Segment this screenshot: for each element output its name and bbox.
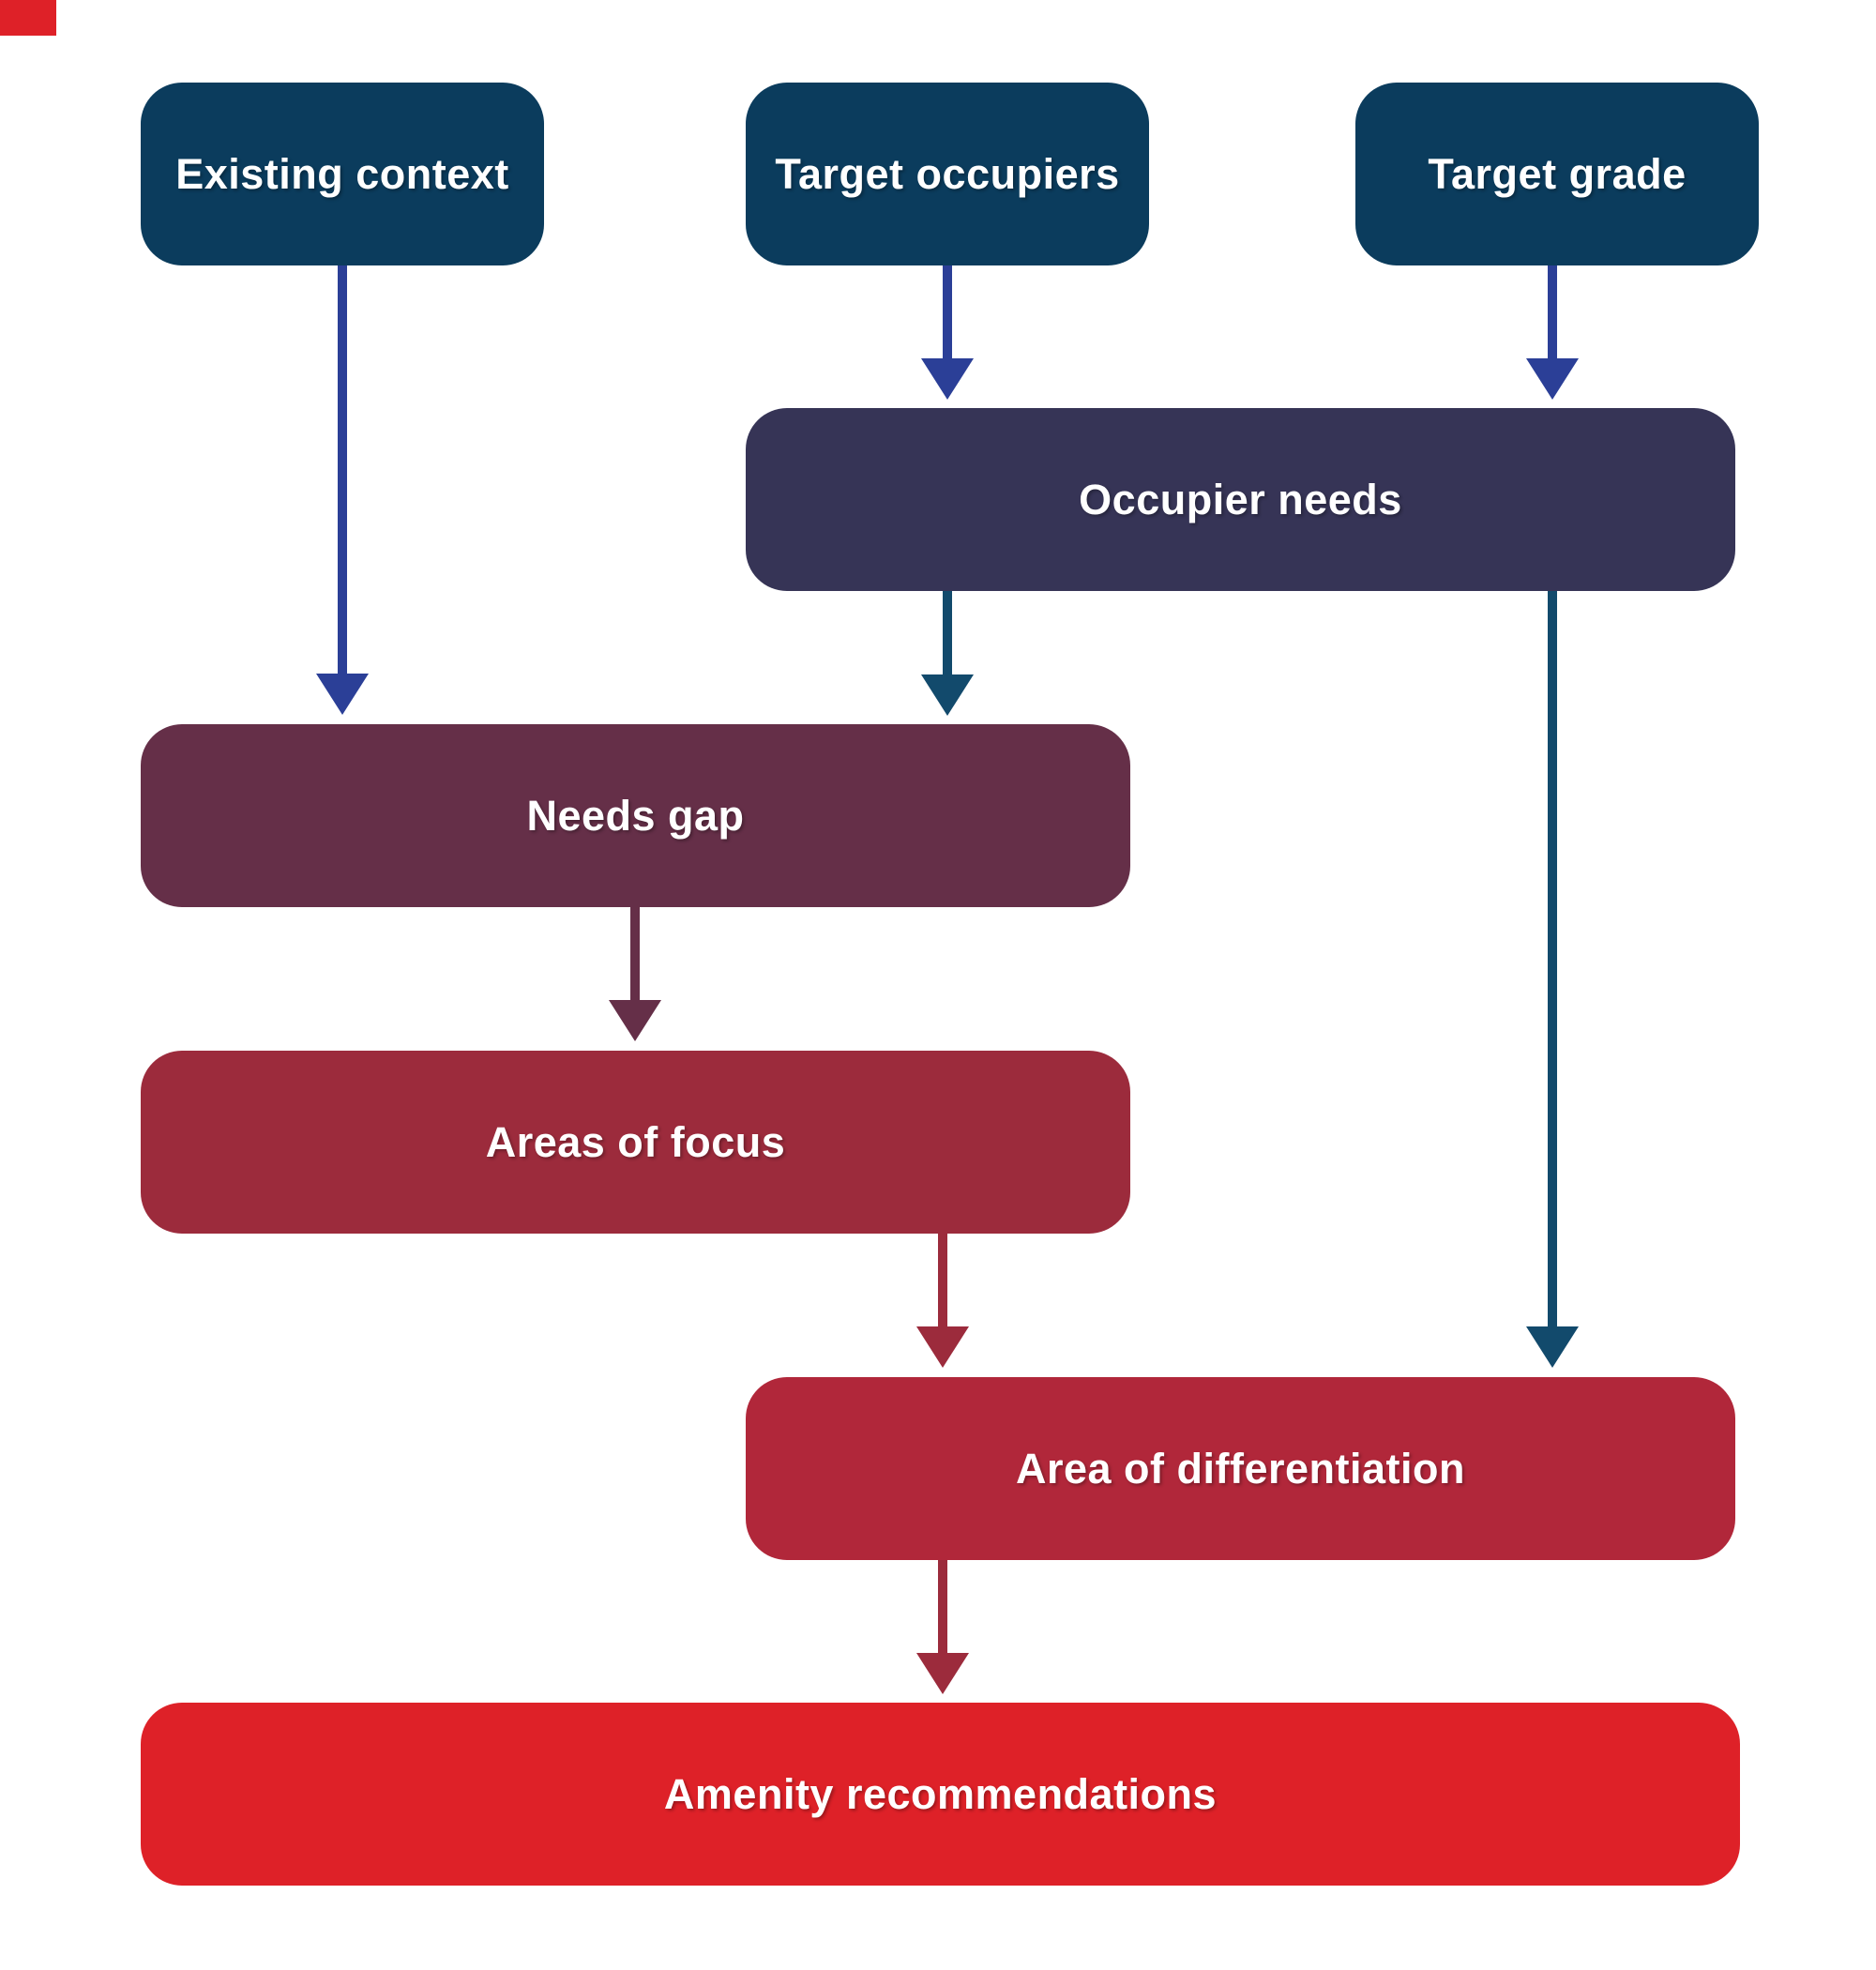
arrow-head-icon [921, 358, 974, 400]
arrow-target-grade-to-occupier-needs [1526, 265, 1579, 400]
arrow-area-of-differentiation-to-amenity-recommendations [916, 1560, 969, 1694]
node-target-occupiers: Target occupiers [746, 83, 1149, 265]
arrow-head-icon [916, 1653, 969, 1694]
node-existing-context: Existing context [141, 83, 544, 265]
arrow-target-occupiers-to-occupier-needs [921, 265, 974, 400]
node-label: Areas of focus [485, 1117, 786, 1166]
node-label: Existing context [175, 149, 509, 198]
arrow-occupier-needs-to-area-of-differentiation [1526, 591, 1579, 1368]
arrow-head-icon [916, 1326, 969, 1368]
node-target-grade: Target grade [1355, 83, 1759, 265]
arrow-areas-of-focus-to-area-of-differentiation [916, 1234, 969, 1368]
arrow-head-icon [921, 674, 974, 716]
arrow-head-icon [1526, 358, 1579, 400]
node-label: Needs gap [526, 791, 745, 840]
node-area-of-differentiation: Area of differentiation [746, 1377, 1735, 1560]
arrow-head-icon [1526, 1326, 1579, 1368]
node-label: Target grade [1428, 149, 1687, 198]
node-amenity-recommendations: Amenity recommendations [141, 1703, 1740, 1886]
arrow-head-icon [316, 674, 369, 715]
node-needs-gap: Needs gap [141, 724, 1130, 907]
node-label: Area of differentiation [1015, 1444, 1466, 1493]
node-label: Occupier needs [1079, 475, 1402, 523]
arrow-head-icon [609, 1000, 661, 1041]
node-label: Amenity recommendations [663, 1769, 1218, 1818]
node-occupier-needs: Occupier needs [746, 408, 1735, 591]
arrow-needs-gap-to-areas-of-focus [609, 907, 661, 1041]
node-areas-of-focus: Areas of focus [141, 1051, 1130, 1234]
corner-accent-shape [0, 0, 56, 36]
node-label: Target occupiers [775, 149, 1120, 198]
arrow-existing-context-to-needs-gap [316, 265, 369, 715]
arrow-occupier-needs-to-needs-gap [921, 591, 974, 716]
